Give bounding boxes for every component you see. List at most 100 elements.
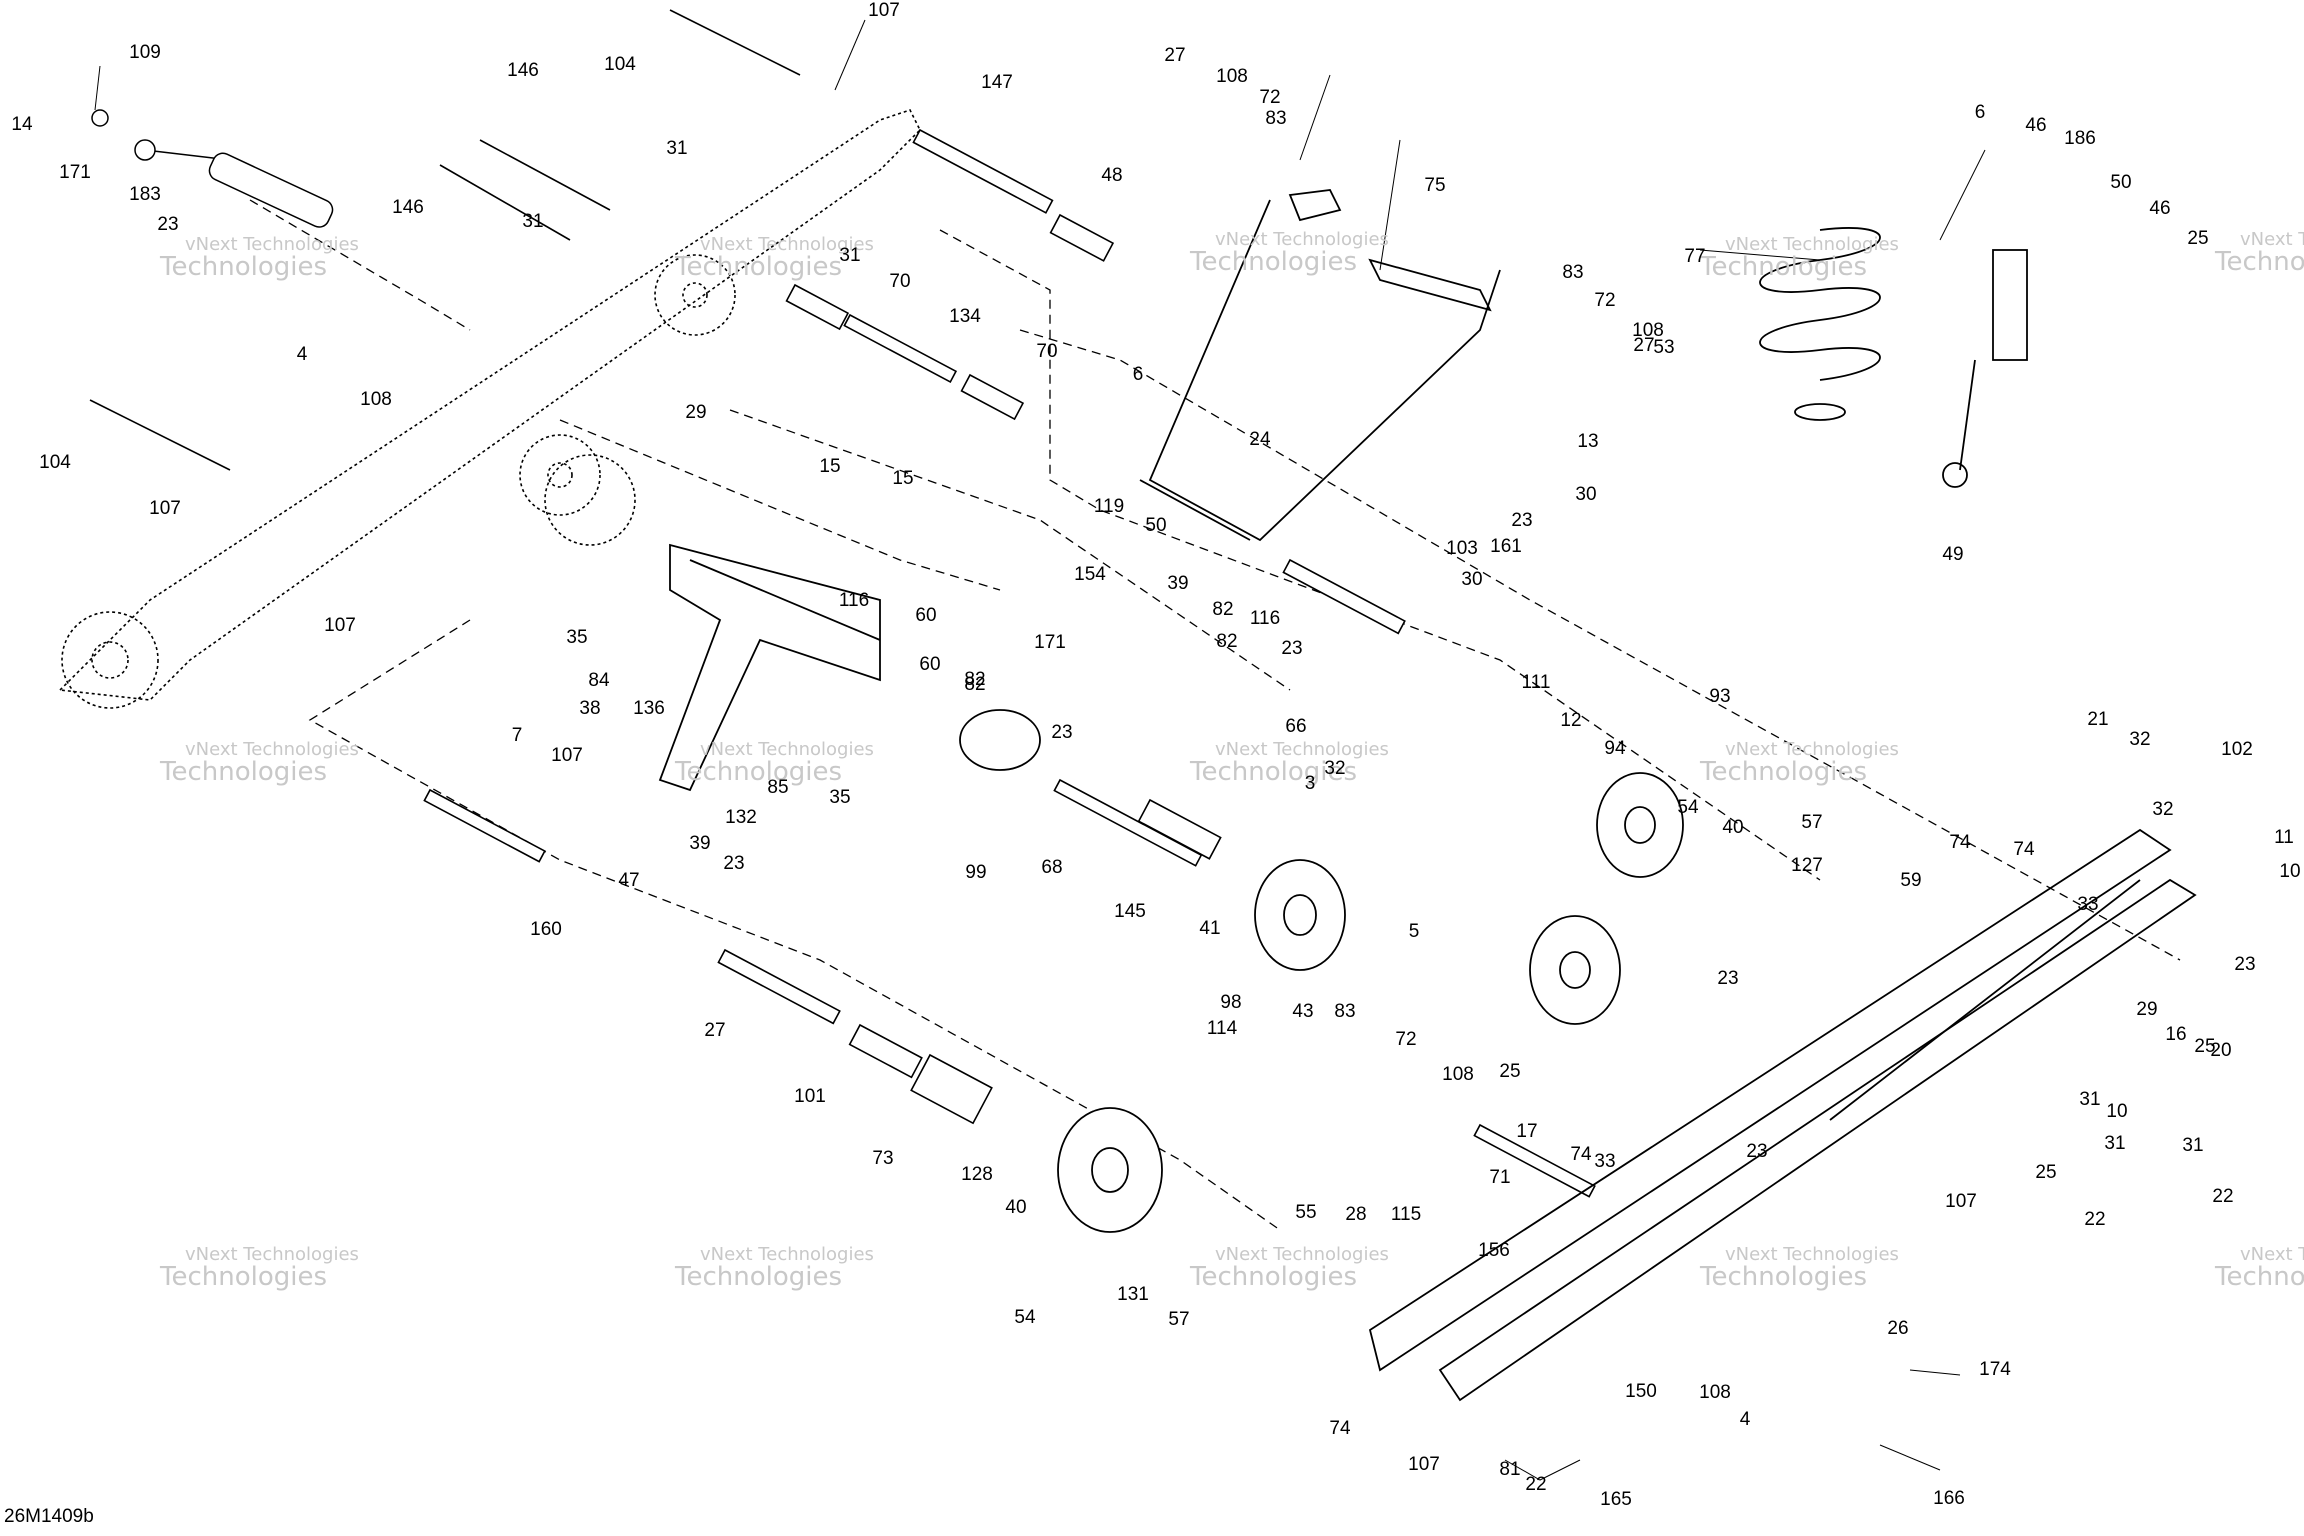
callout-134: 134 <box>949 306 981 327</box>
svg-text:Technologies: Technologies <box>1699 252 1867 282</box>
callout-161: 161 <box>1490 536 1522 557</box>
callout-75: 75 <box>1424 175 1445 196</box>
callout-leaders <box>94 19 1986 1481</box>
callout-24: 24 <box>1249 429 1271 450</box>
callout-28: 28 <box>1345 1204 1366 1225</box>
callout-73: 73 <box>872 1148 893 1169</box>
svg-text:vNext Technologies: vNext Technologies <box>700 739 874 760</box>
callout-25: 25 <box>2194 1036 2215 1057</box>
callout-171: 171 <box>59 162 91 183</box>
callout-25: 25 <box>1499 1061 1520 1082</box>
callout-29: 29 <box>685 402 706 423</box>
svg-text:vNext Technologies: vNext Technologies <box>1725 739 1899 760</box>
rear-shock <box>1759 227 2028 488</box>
svg-text:Technologies: Technologies <box>1189 1262 1357 1292</box>
svg-text:Technologies: Technologies <box>674 252 842 282</box>
rear-suspension-rail <box>58 109 921 709</box>
callout-25: 25 <box>2187 228 2208 249</box>
callout-15: 15 <box>892 468 913 489</box>
callout-21: 21 <box>2087 709 2108 730</box>
callout-150: 150 <box>1625 1381 1657 1402</box>
callout-23: 23 <box>1746 1141 1767 1162</box>
callout-46: 46 <box>2149 198 2170 219</box>
watermarks: vNext Technologies Technologies vNext Te… <box>159 229 2304 1292</box>
svg-text:Technologies: Technologies <box>1189 247 1357 277</box>
callout-13: 13 <box>1577 431 1598 452</box>
callout-146: 146 <box>507 60 539 81</box>
callout-116: 116 <box>1250 608 1280 629</box>
callout-7: 7 <box>512 725 523 746</box>
callout-31: 31 <box>522 211 543 232</box>
callout-66: 66 <box>1285 716 1306 737</box>
callout-27: 27 <box>704 1020 725 1041</box>
svg-text:Technologies: Technologies <box>1189 757 1357 787</box>
callout-23: 23 <box>723 853 744 874</box>
callout-84: 84 <box>588 670 610 691</box>
callout-30: 30 <box>1575 484 1596 505</box>
callout-47: 47 <box>618 870 639 891</box>
front-arm <box>658 543 881 792</box>
callout-3: 3 <box>1305 773 1316 794</box>
idler-wheels <box>959 709 1684 1233</box>
callout-49: 49 <box>1942 544 1963 565</box>
callout-77: 77 <box>1684 246 1705 267</box>
callout-131: 131 <box>1117 1284 1149 1305</box>
callout-82: 82 <box>1212 599 1233 620</box>
callout-186: 186 <box>2064 128 2096 149</box>
callout-23: 23 <box>1051 722 1072 743</box>
callout-81: 81 <box>1499 1459 1520 1480</box>
callout-99: 99 <box>965 862 986 883</box>
callout-74: 74 <box>2013 839 2035 860</box>
callout-128: 128 <box>961 1164 993 1185</box>
callout-108: 108 <box>1442 1064 1474 1085</box>
callout-74: 74 <box>1329 1418 1351 1439</box>
callout-83: 83 <box>1334 1001 1355 1022</box>
callout-55: 55 <box>1295 1202 1316 1223</box>
callout-145: 145 <box>1114 901 1146 922</box>
callout-31: 31 <box>666 138 687 159</box>
callout-74: 74 <box>1570 1144 1592 1165</box>
callout-16: 16 <box>2165 1024 2186 1045</box>
callout-165: 165 <box>1600 1489 1632 1510</box>
svg-text:vNext Technologies: vNext Technologies <box>185 739 359 760</box>
callout-70: 70 <box>889 271 910 292</box>
callout-54: 54 <box>1677 797 1699 818</box>
callout-107: 107 <box>1408 1454 1440 1475</box>
callout-108: 108 <box>1632 320 1664 341</box>
svg-text:vNext Technologies: vNext Technologies <box>1725 1244 1899 1265</box>
svg-text:vNext Technologies: vNext Technologies <box>700 1244 874 1265</box>
callout-57: 57 <box>1801 812 1822 833</box>
callout-72: 72 <box>1594 290 1615 311</box>
callout-53: 53 <box>1653 337 1674 358</box>
callout-154: 154 <box>1074 564 1106 585</box>
callout-82: 82 <box>1216 631 1237 652</box>
callout-5: 5 <box>1409 921 1420 942</box>
callout-4: 4 <box>297 344 308 365</box>
callout-107: 107 <box>551 745 583 766</box>
svg-text:vNext Technologies: vNext Technologies <box>2240 229 2304 250</box>
svg-text:Technologies: Technologies <box>159 1262 327 1292</box>
callout-71: 71 <box>1489 1167 1510 1188</box>
callout-107: 107 <box>149 498 181 519</box>
callout-119: 119 <box>1094 496 1124 517</box>
callout-labels: 1071091041417118323146311471463148312710… <box>11 0 2300 1510</box>
callout-136: 136 <box>633 698 665 719</box>
callout-50: 50 <box>2110 172 2131 193</box>
callout-20: 20 <box>2210 1040 2231 1061</box>
callout-23: 23 <box>1717 968 1738 989</box>
svg-text:vNext Technologies: vNext Technologies <box>2240 1244 2304 1265</box>
callout-57: 57 <box>1168 1309 1189 1330</box>
callout-6: 6 <box>1133 364 1144 385</box>
callout-156: 156 <box>1478 1240 1510 1261</box>
front-shock <box>91 109 334 228</box>
svg-text:vNext Technologies: vNext Technologies <box>1725 234 1899 255</box>
callout-23: 23 <box>157 214 178 235</box>
callout-132: 132 <box>725 807 757 828</box>
callout-22: 22 <box>2212 1186 2233 1207</box>
callout-35: 35 <box>566 627 587 648</box>
callout-14: 14 <box>11 114 33 135</box>
callout-74: 74 <box>1949 832 1971 853</box>
callout-147: 147 <box>981 72 1013 93</box>
callout-68: 68 <box>1041 857 1062 878</box>
callout-72: 72 <box>1395 1029 1416 1050</box>
